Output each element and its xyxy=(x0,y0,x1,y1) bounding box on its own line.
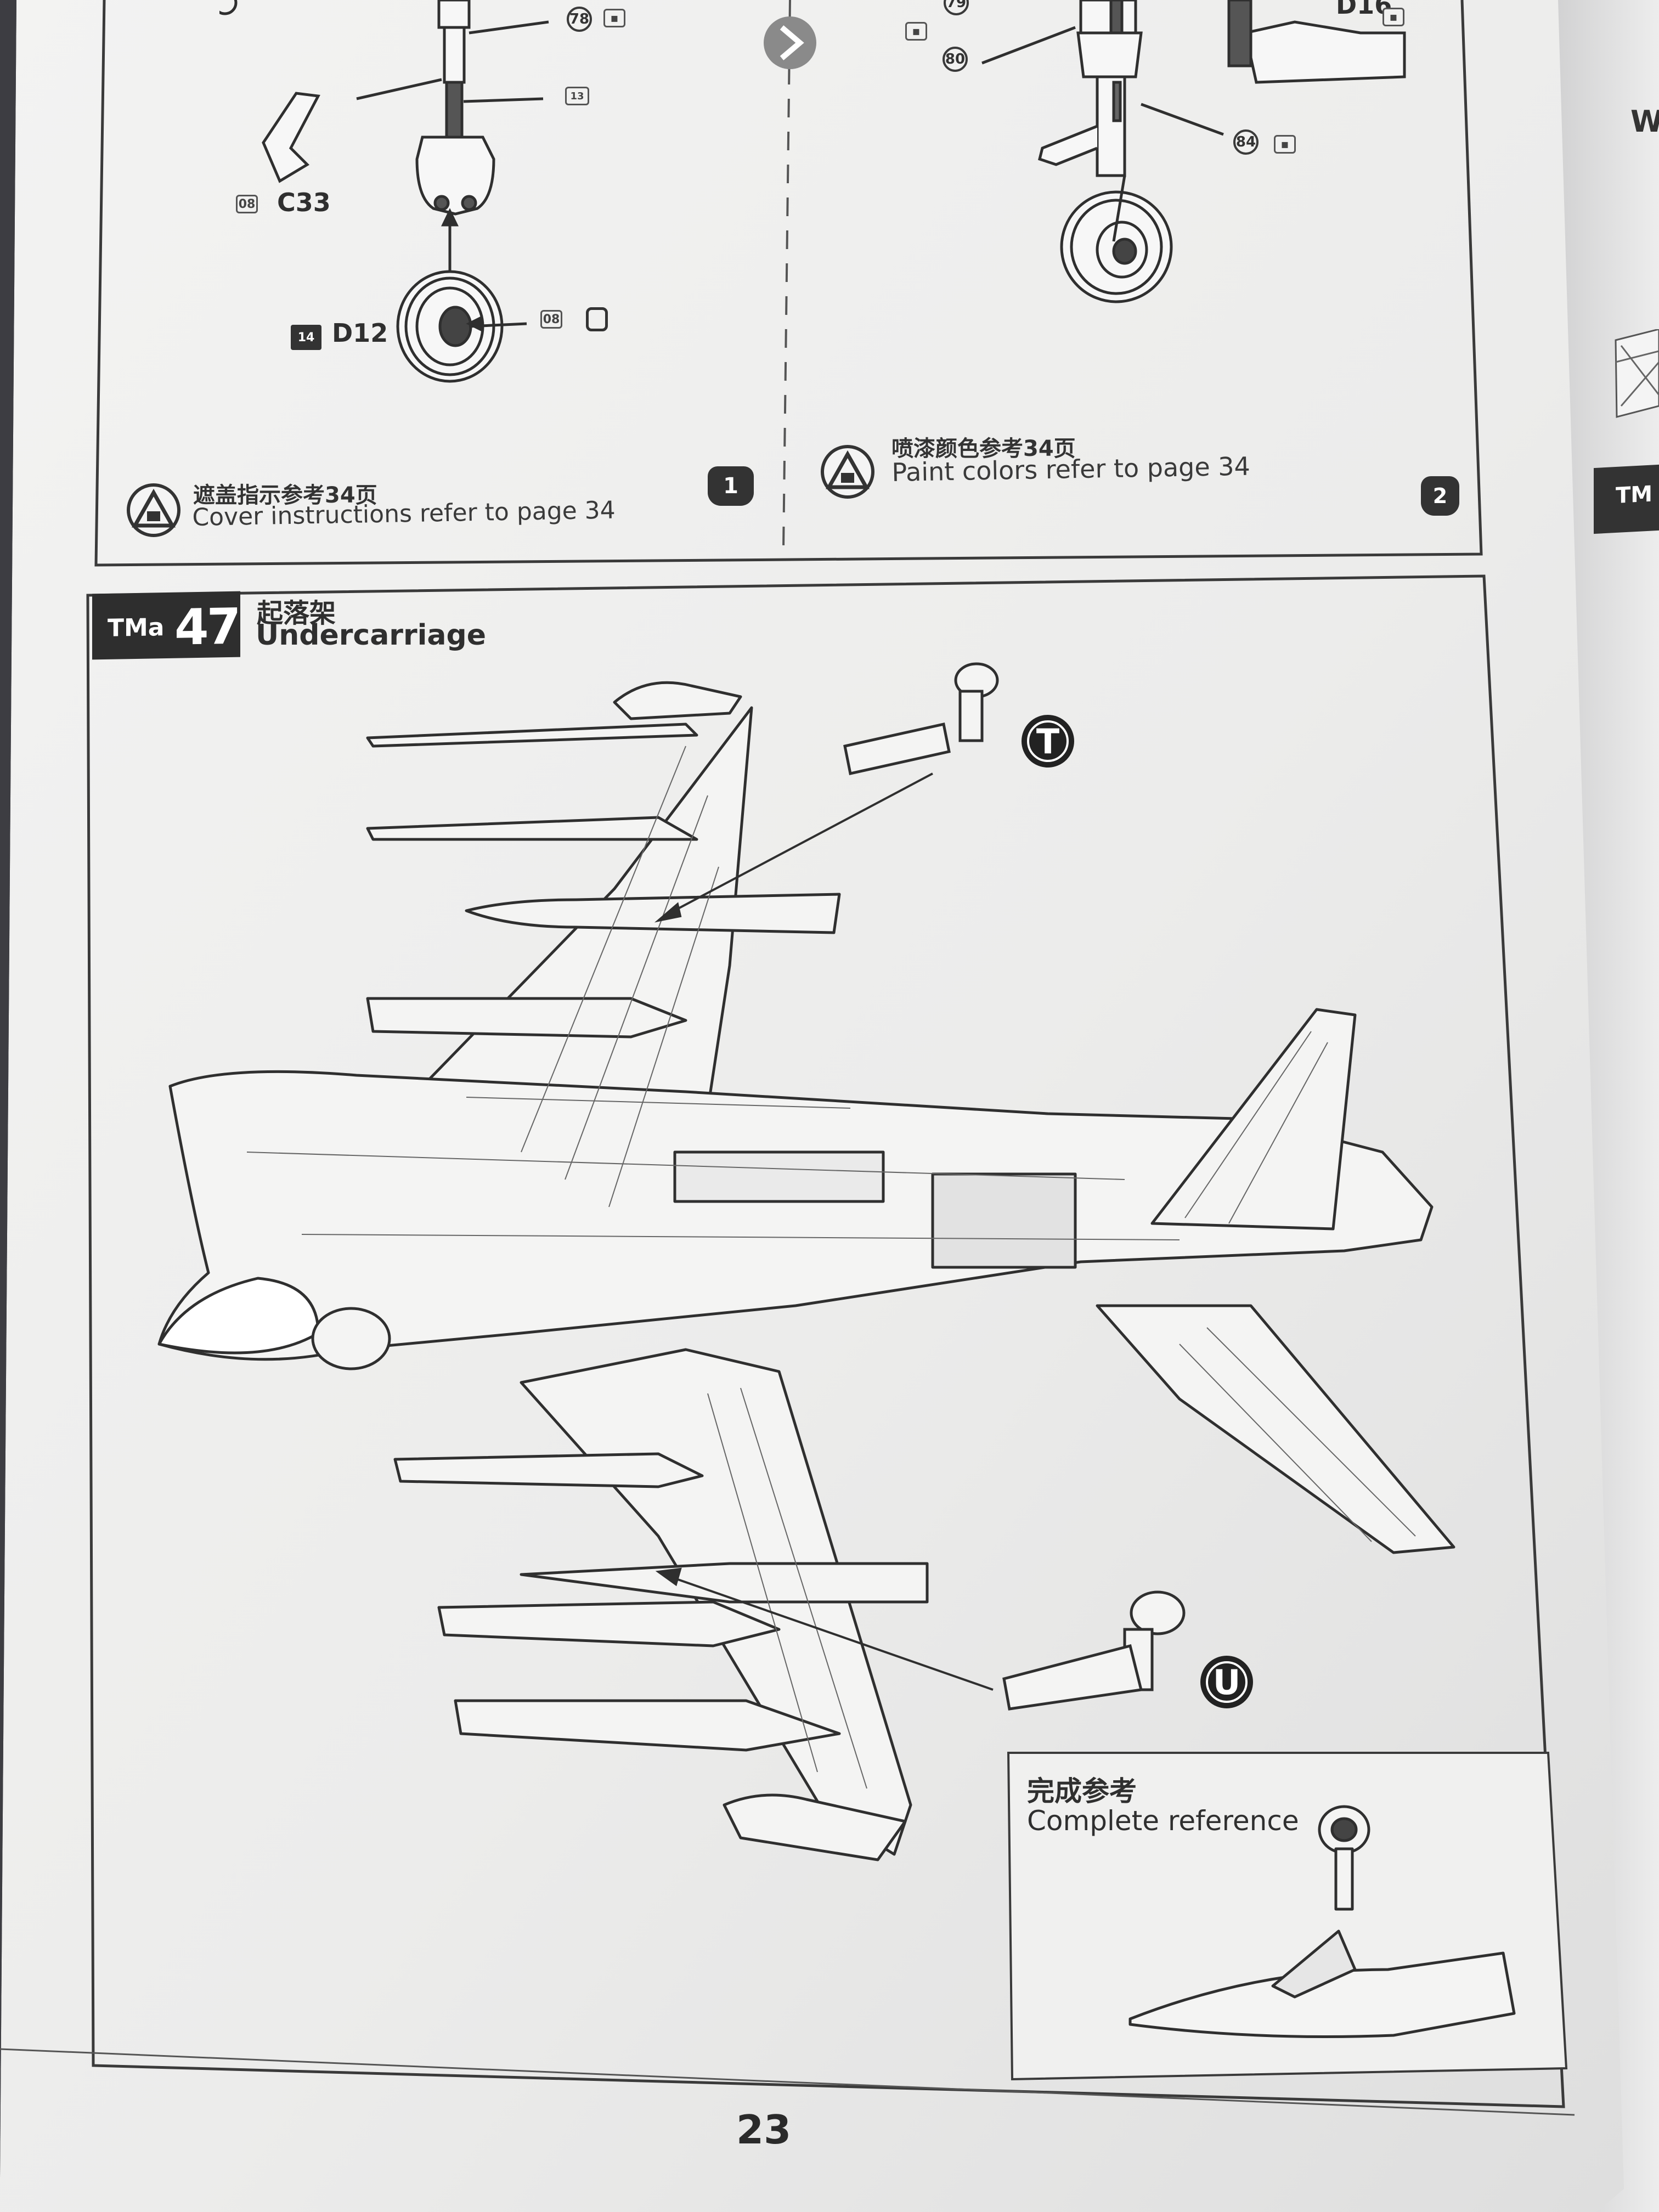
paint-code-13: 13 xyxy=(565,87,589,105)
callout-84: 84 xyxy=(1233,129,1259,155)
paint-chip-d16: ▪ xyxy=(1383,8,1404,26)
complete-reference-drawing xyxy=(1128,1805,1516,2038)
step-number: 47 xyxy=(174,597,239,657)
part-label-d12: D12 xyxy=(332,318,388,348)
paint-code-chip: ▪ xyxy=(603,9,625,27)
part-label-c33: C33 xyxy=(277,188,331,217)
aircraft-underside-drawing xyxy=(157,662,1455,1861)
step-title-cn: 起落架 xyxy=(257,598,336,629)
cover-note-cn: 遮盖指示参考34页 xyxy=(193,483,377,508)
step-title-en: Undercarriage xyxy=(256,619,486,652)
top-panels-frame xyxy=(94,0,1483,567)
paint-code-d12-right: 08 xyxy=(540,310,562,329)
warning-icon-2 xyxy=(821,445,874,499)
reference-title-cn: 完成参考 xyxy=(1027,1775,1137,1807)
nose-gear-drawing xyxy=(981,0,1406,303)
reference-title-en: Complete reference xyxy=(1027,1805,1299,1837)
paint-code-c33: 08 xyxy=(236,195,258,213)
callout-80: 80 xyxy=(943,47,968,72)
paint-code-d12: 14 xyxy=(291,325,321,350)
callout-u: U xyxy=(1200,1656,1253,1708)
callout-t: T xyxy=(1022,715,1074,768)
right-page-flag-fragment xyxy=(1615,329,1659,418)
substep-badge-2: 2 xyxy=(1421,476,1459,516)
page-number: 23 xyxy=(736,2107,792,2153)
strut-assembly-drawing xyxy=(219,0,549,383)
paint-chip-84: ▪ xyxy=(1274,135,1296,154)
part-outline-icon xyxy=(586,307,608,331)
paint-chip-79: ▪ xyxy=(905,22,927,41)
right-page-fragment-text: W xyxy=(1630,104,1659,139)
step-logo: TMa xyxy=(108,613,165,642)
step-header-badge: TMa 47 xyxy=(92,591,240,660)
paint-note-cn: 喷漆颜色参考34页 xyxy=(891,436,1076,461)
substep-badge-1: 1 xyxy=(708,466,754,506)
callout-78: 78 xyxy=(567,7,592,32)
warning-icon xyxy=(127,483,180,537)
